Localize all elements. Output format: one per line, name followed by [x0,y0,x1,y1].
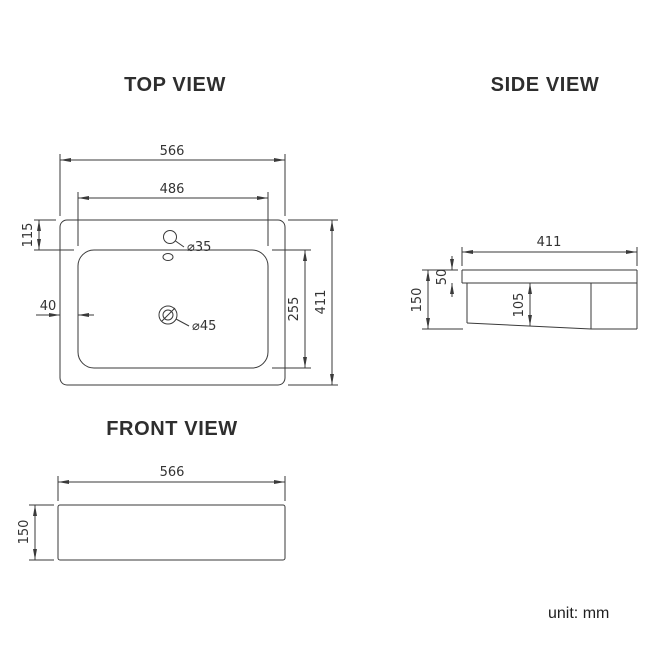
faucet-hole [163,230,177,244]
basin-bowl-rect [77,249,269,369]
drain-hole-callout: ⌀45 [175,318,216,334]
drain-hole-outer [158,305,178,325]
faucet-hole-callout: ⌀35 [175,240,211,255]
basin-front-rect [57,504,286,561]
dim-label-566-top: 566 [160,144,185,159]
top-view-title: TOP VIEW [124,74,226,96]
front-view-drawing: 566 150 [17,465,286,561]
dim-label-566-front: 566 [160,465,185,480]
dim-label-411-top: 411 [314,290,329,315]
unit-label: unit: mm [548,605,610,622]
basin-outer-rect [59,219,286,386]
dim-top-offset-115: 115 [21,219,74,251]
dim-front-width-566: 566 [57,465,286,501]
basin-top-outline [59,219,286,386]
dim-label-105: 105 [512,293,527,318]
dim-front-height-150: 150 [17,504,54,561]
dim-left-offset-40: 40 [36,299,94,317]
drain-hatch-line [161,307,176,322]
dim-label-255: 255 [287,297,302,322]
dim-label-486: 486 [160,182,185,197]
dim-bowl-depth-105: 105 [512,283,532,326]
dim-rim-height-50: 50 [435,256,454,297]
side-view-drawing: 411 150 50 105 [410,235,638,330]
dim-side-depth-411: 411 [461,235,638,266]
dim-label-411-side: 411 [537,235,562,250]
dim-label-50: 50 [435,269,450,286]
basin-side-profile [461,269,638,330]
dim-inner-depth-255: 255 [272,249,311,369]
dim-label-40: 40 [40,299,57,314]
overflow-hole [162,253,174,261]
front-view-title: FRONT VIEW [106,418,238,440]
label-faucet-hole: ⌀35 [187,240,211,255]
dim-label-150-side: 150 [410,288,425,313]
dim-label-150-front: 150 [17,520,32,545]
dim-top-overall-width: 566 [59,144,286,216]
label-drain-hole: ⌀45 [192,319,216,334]
side-view-title: SIDE VIEW [490,74,600,96]
dim-top-inner-width: 486 [77,182,269,246]
drain-hole-inner [162,309,174,321]
dim-overall-depth-411: 411 [288,219,338,386]
top-view-drawing: 566 486 115 40 ⌀35 ⌀45 255 [21,144,338,386]
dim-label-115: 115 [21,223,36,248]
